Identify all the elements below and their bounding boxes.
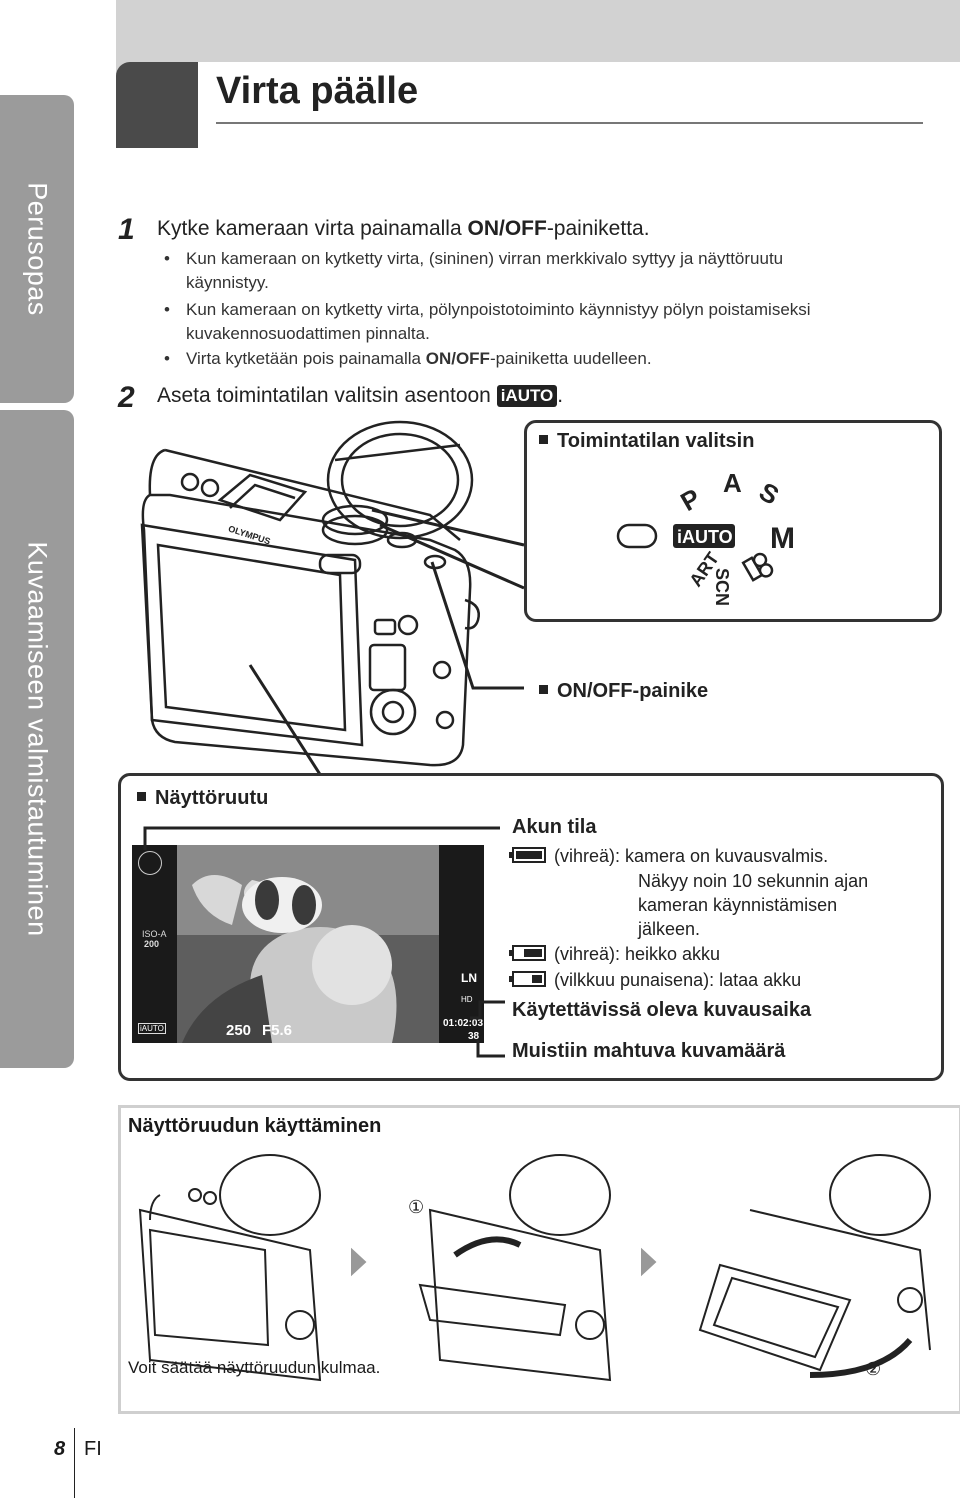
step-b-marker: ② bbox=[865, 1359, 881, 1379]
camera-3 bbox=[700, 1155, 930, 1375]
battery-full-row: (vihreä): kamera on kuvausvalmis. bbox=[512, 846, 828, 867]
battery-empty-row: (vilkkuu punaisena): lataa akku bbox=[512, 970, 801, 991]
battery-full-icon bbox=[512, 847, 546, 863]
arrow-right-1 bbox=[352, 1250, 365, 1274]
page-number: 8 bbox=[54, 1438, 65, 1461]
capacity-label: Muistiin mahtuva kuvamäärä bbox=[512, 1040, 785, 1063]
footer-rule bbox=[74, 1428, 75, 1498]
battery-full-note-1: Näkyy noin 10 sekunnin ajan bbox=[638, 871, 868, 892]
display-leader-lines bbox=[0, 770, 960, 1070]
battery-status-title: Akun tila bbox=[512, 816, 596, 839]
battery-full-note-3: jälkeen. bbox=[638, 919, 700, 940]
monitor-tilt-illustrations: ① ② bbox=[120, 1150, 950, 1400]
battery-low-icon bbox=[512, 945, 546, 961]
battery-empty-icon bbox=[512, 971, 546, 987]
monitor-section-title: Näyttöruudun käyttäminen bbox=[128, 1115, 381, 1138]
step-a-marker: ① bbox=[408, 1197, 424, 1217]
page-language: FI bbox=[84, 1438, 102, 1461]
rec-time-label: Käytettävissä oleva kuvausaika bbox=[512, 999, 811, 1022]
camera-2 bbox=[420, 1155, 610, 1380]
battery-full-note-2: kameran käynnistämisen bbox=[638, 895, 837, 916]
battery-low-row: (vihreä): heikko akku bbox=[512, 944, 720, 965]
arrow-right-2 bbox=[642, 1250, 655, 1274]
camera-1 bbox=[140, 1155, 320, 1380]
